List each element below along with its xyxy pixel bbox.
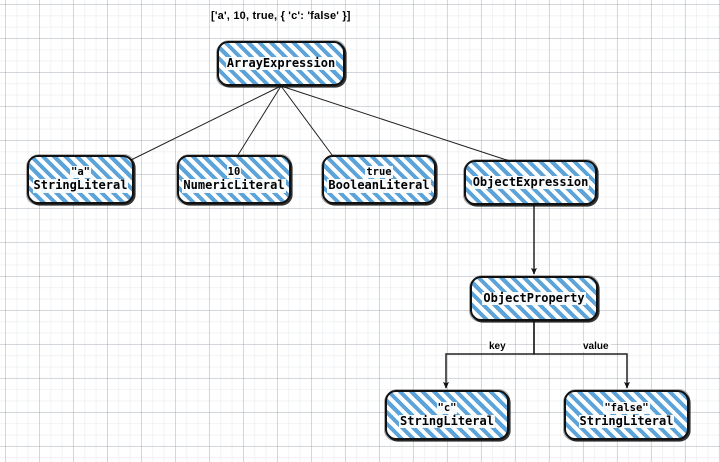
node-type-label: NumericLiteral [182, 178, 286, 193]
node-object-property[interactable]: ObjectProperty [470, 276, 598, 321]
edge-array-to-string-a [130, 85, 282, 161]
node-value-label: true [365, 166, 393, 179]
edge-array-to-boolean [280, 85, 336, 160]
node-type-label: BooleanLiteral [327, 178, 431, 193]
node-value-label: "a" [70, 166, 91, 179]
node-type-label: ArrayExpression [225, 55, 337, 71]
edge-object-property-value [533, 321, 630, 389]
node-string-literal-false[interactable]: "false"StringLiteral [564, 390, 689, 440]
node-value-label: "c" [436, 401, 458, 414]
node-array-expression[interactable]: ArrayExpression [217, 41, 345, 86]
node-type-label: ObjectProperty [482, 290, 586, 306]
node-object-expression[interactable]: ObjectExpression [464, 160, 597, 205]
node-type-label: StringLiteral [399, 413, 495, 429]
edge-label-key: key [487, 341, 508, 352]
node-string-literal-c[interactable]: "c"StringLiteral [385, 390, 509, 440]
edge-array-to-numeric [237, 85, 282, 156]
edge-object-property-key [443, 321, 535, 389]
node-value-label: "false" [603, 401, 650, 414]
node-value-label: 10 [226, 166, 242, 179]
node-string-literal-a[interactable]: "a"StringLiteral [27, 155, 134, 204]
node-type-label: StringLiteral [32, 178, 129, 193]
node-type-label: ObjectExpression [471, 174, 590, 190]
edge-label-value: value [581, 341, 611, 352]
node-type-label: StringLiteral [578, 413, 675, 429]
diagram-title: ['a', 10, true, { 'c': 'false' }] [211, 10, 351, 22]
edge-paths [130, 85, 630, 389]
